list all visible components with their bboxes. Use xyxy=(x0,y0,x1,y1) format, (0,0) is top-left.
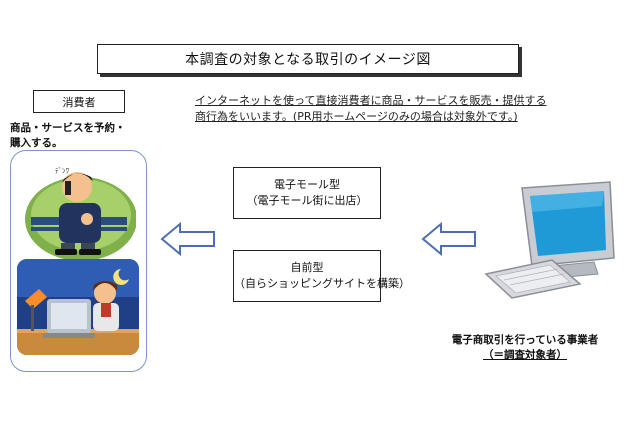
model-detail-own: （自らショッピングサイトを構築） xyxy=(234,277,410,290)
consumer-frame: ﾃﾞﾝﾜ xyxy=(10,150,147,372)
definition-text: インターネットを使って直接消費者に商品・サービスを販売・提供する 商行為をいいま… xyxy=(195,93,595,125)
model-name-own: 自前型 xyxy=(290,261,324,274)
computer-icon xyxy=(484,181,615,299)
consumer-caption: 商品・サービスを予約・ 購入する。 xyxy=(10,121,160,151)
left-arrow-icon xyxy=(421,222,476,256)
model-box-mall: 電子モール型 （電子モール街に出店） xyxy=(233,167,381,219)
computer-illustration xyxy=(484,181,615,299)
consumer-caption-line-1: 商品・サービスを予約・ xyxy=(10,122,126,134)
office-user-illustration xyxy=(17,259,139,355)
business-caption-line-1: 電子商取引を行っている事業者 xyxy=(451,334,599,346)
phone-user-icon: ﾃﾞﾝﾜ xyxy=(25,167,136,259)
consumer-label: 消費者 xyxy=(33,90,125,113)
definition-line-2: 商行為をいいます。(PR用ホームページのみの場合は対象外です。) xyxy=(195,110,518,123)
svg-text:ﾃﾞﾝﾜ: ﾃﾞﾝﾜ xyxy=(55,167,69,175)
model-detail-mall: （電子モール街に出店） xyxy=(246,194,368,207)
definition-line-1: インターネットを使って直接消費者に商品・サービスを販売・提供する xyxy=(195,94,547,107)
diagram-title: 本調査の対象となる取引のイメージ図 xyxy=(97,44,519,74)
model-name-mall: 電子モール型 xyxy=(274,178,340,191)
office-user-icon xyxy=(17,259,139,355)
business-caption: 電子商取引を行っている事業者 （＝調査対象者） xyxy=(430,333,620,363)
phone-user-illustration: ﾃﾞﾝﾜ xyxy=(21,159,136,259)
consumer-caption-line-2: 購入する。 xyxy=(10,137,63,149)
business-caption-line-2: （＝調査対象者） xyxy=(483,349,567,361)
left-arrow-icon xyxy=(160,222,215,256)
model-box-own: 自前型 （自らショッピングサイトを構築） xyxy=(233,250,410,302)
